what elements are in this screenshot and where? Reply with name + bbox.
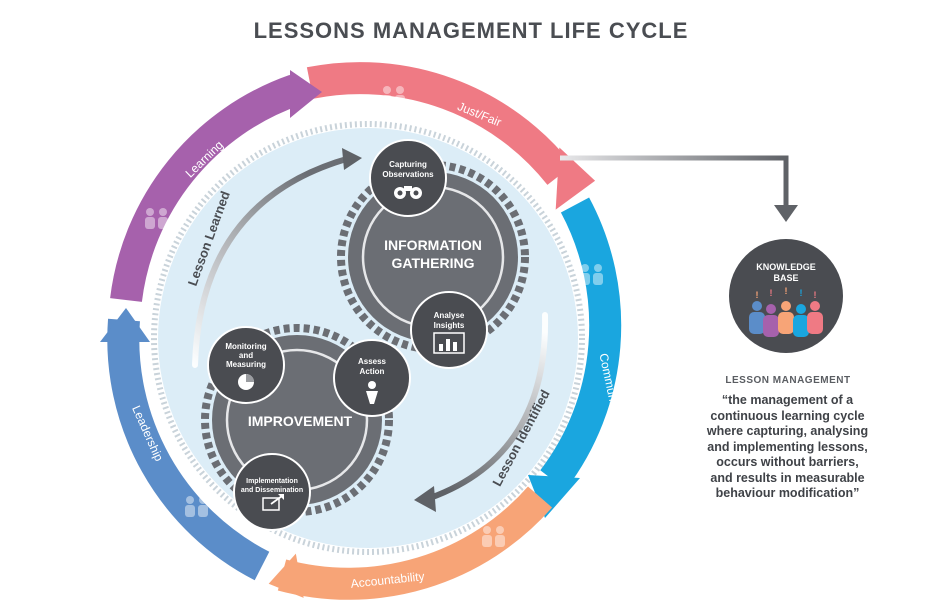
analyse-line2: Insights (434, 321, 465, 330)
monitoring-line2: and (239, 351, 253, 360)
lesson-management-quote: “the management of a continuous learning… (680, 393, 895, 502)
bar-chart-icon (433, 332, 465, 354)
inner-disc-dotted-border (151, 121, 585, 555)
svg-text:!: ! (800, 288, 803, 298)
implementation-line1: Implementation (246, 478, 298, 485)
svg-text:!: ! (814, 290, 817, 300)
people-icon (145, 208, 168, 229)
people-icon (185, 496, 208, 517)
lesson-management-heading: LESSON MANAGEMENT (725, 375, 851, 386)
assess-line2: Action (360, 367, 385, 376)
lesson-learned-arrowhead (342, 148, 362, 170)
ring-arrowhead-leadership (100, 308, 150, 342)
monitoring-line3: Measuring (226, 360, 266, 369)
lesson-identified-arrowhead (414, 486, 436, 512)
knowledge-base-line2: BASE (773, 273, 798, 283)
ring-arrowhead-learning (290, 70, 322, 118)
information-gathering-line2: GATHERING (392, 255, 475, 271)
quote-line: continuous learning cycle (710, 408, 865, 423)
step-capturing-observations: Capturing Observations (369, 139, 447, 217)
assess-line1: Assess (358, 357, 387, 366)
knowledge-base: KNOWLEDGE BASE ! ! ! ! ! (729, 239, 843, 353)
people-icon (580, 264, 603, 285)
people-icon (382, 86, 405, 107)
quote-line: where capturing, analysing (706, 424, 869, 438)
lesson-learned-arrow (192, 155, 353, 368)
step-implementation-dissemination: Implementation and Dissemination (233, 453, 311, 531)
share-icon (262, 494, 284, 511)
information-gathering-line1: INFORMATION (384, 237, 482, 253)
ring-segment-leadership (107, 318, 270, 581)
ring-arrowhead-accountability (268, 553, 304, 598)
ring-people-icons (145, 86, 603, 547)
capturing-line1: Capturing (389, 160, 427, 169)
ring-arrowhead-just-fair (555, 147, 596, 210)
ring-segment-just-fair (306, 62, 573, 186)
svg-text:!: ! (785, 286, 788, 296)
implementation-line2: and Dissemination (241, 487, 303, 494)
people-icon (482, 526, 505, 547)
knowledge-base-arrowhead (774, 205, 798, 222)
ring-segment-accountability (277, 486, 553, 600)
step-monitoring-measuring: Monitoring and Measuring (207, 326, 285, 404)
improvement-label: IMPROVEMENT (248, 413, 353, 429)
quote-line: and results in measurable (710, 470, 865, 485)
capturing-line2: Observations (382, 170, 434, 179)
knowledge-base-arrow (560, 155, 789, 210)
monitoring-line1: Monitoring (225, 342, 266, 351)
person-icon (366, 381, 378, 404)
quote-line: occurs without barriers, (716, 455, 859, 469)
quote-line: behaviour modification” (715, 486, 860, 500)
binoculars-icon (394, 186, 422, 199)
quote-line: and implementing lessons, (707, 439, 868, 454)
quote-line: “the management of a (721, 393, 854, 407)
svg-text:!: ! (756, 290, 759, 300)
ring-segment-communication (540, 197, 622, 490)
knowledge-base-line1: KNOWLEDGE (756, 262, 816, 272)
outer-ring (100, 62, 622, 600)
ring-segment-learning (110, 74, 301, 303)
step-analyse-insights: Analyse Insights (410, 291, 488, 369)
step-assess-action: Assess Action (333, 339, 411, 417)
analyse-line1: Analyse (434, 311, 465, 320)
diagram-title: LESSONS MANAGEMENT LIFE CYCLE (253, 18, 689, 43)
lesson-identified-arrow (427, 312, 549, 501)
people-group-icon: ! ! ! ! ! (749, 286, 823, 337)
pie-chart-icon (238, 374, 254, 390)
svg-text:!: ! (770, 288, 773, 298)
